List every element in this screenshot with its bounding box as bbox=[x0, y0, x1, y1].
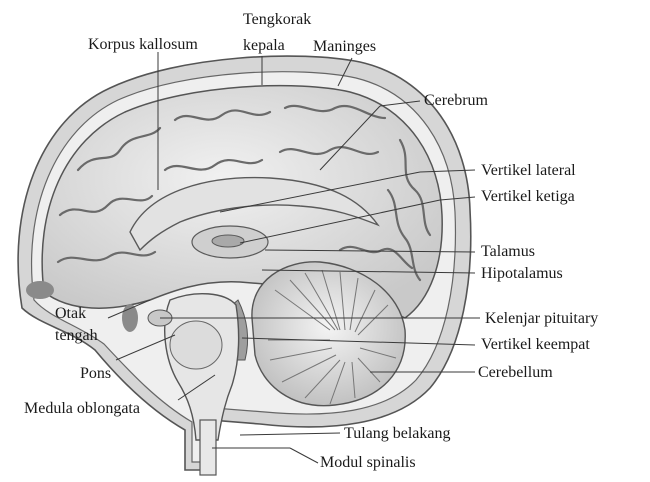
label-cerebrum: Cerebrum bbox=[424, 92, 488, 109]
label-talamus: Talamus bbox=[481, 243, 535, 260]
label-tengkorak-kepala-line1: Tengkorak bbox=[243, 11, 312, 28]
sinus-shape bbox=[122, 304, 138, 332]
cerebellum-shape bbox=[251, 261, 406, 407]
label-medula-oblongata: Medula oblongata bbox=[24, 400, 140, 417]
label-modul-spinalis: Modul spinalis bbox=[320, 454, 416, 471]
label-cerebellum: Cerebellum bbox=[478, 364, 553, 381]
sinus-shape bbox=[26, 281, 54, 299]
gyri-folds bbox=[56, 104, 432, 282]
label-vertikel-lateral: Vertikel lateral bbox=[481, 162, 576, 179]
label-otak-tengah-line2: tengah bbox=[55, 327, 98, 344]
label-vertikel-keempat: Vertikel keempat bbox=[481, 336, 590, 353]
label-maninges: Maninges bbox=[313, 38, 377, 55]
cerebellum-lines bbox=[268, 269, 397, 405]
pons-shape bbox=[169, 320, 223, 370]
label-pons: Pons bbox=[80, 365, 112, 382]
label-hipotalamus: Hipotalamus bbox=[481, 265, 563, 282]
label-tulang-belakang: Tulang belakang bbox=[344, 425, 451, 442]
corpus-callosum-shape bbox=[129, 176, 380, 252]
label-tengkorak-kepala-line2: kepala bbox=[243, 37, 285, 54]
label-korpus-kallosum: Korpus kallosum bbox=[88, 36, 198, 53]
label-otak-tengah-line1: Otak bbox=[55, 305, 87, 322]
leader-lines bbox=[107, 52, 480, 464]
label-vertikel-ketiga: Vertikel ketiga bbox=[481, 188, 575, 205]
ventricle-shape bbox=[211, 234, 245, 248]
label-kelenjar-pituitary: Kelenjar pituitary bbox=[485, 310, 599, 327]
